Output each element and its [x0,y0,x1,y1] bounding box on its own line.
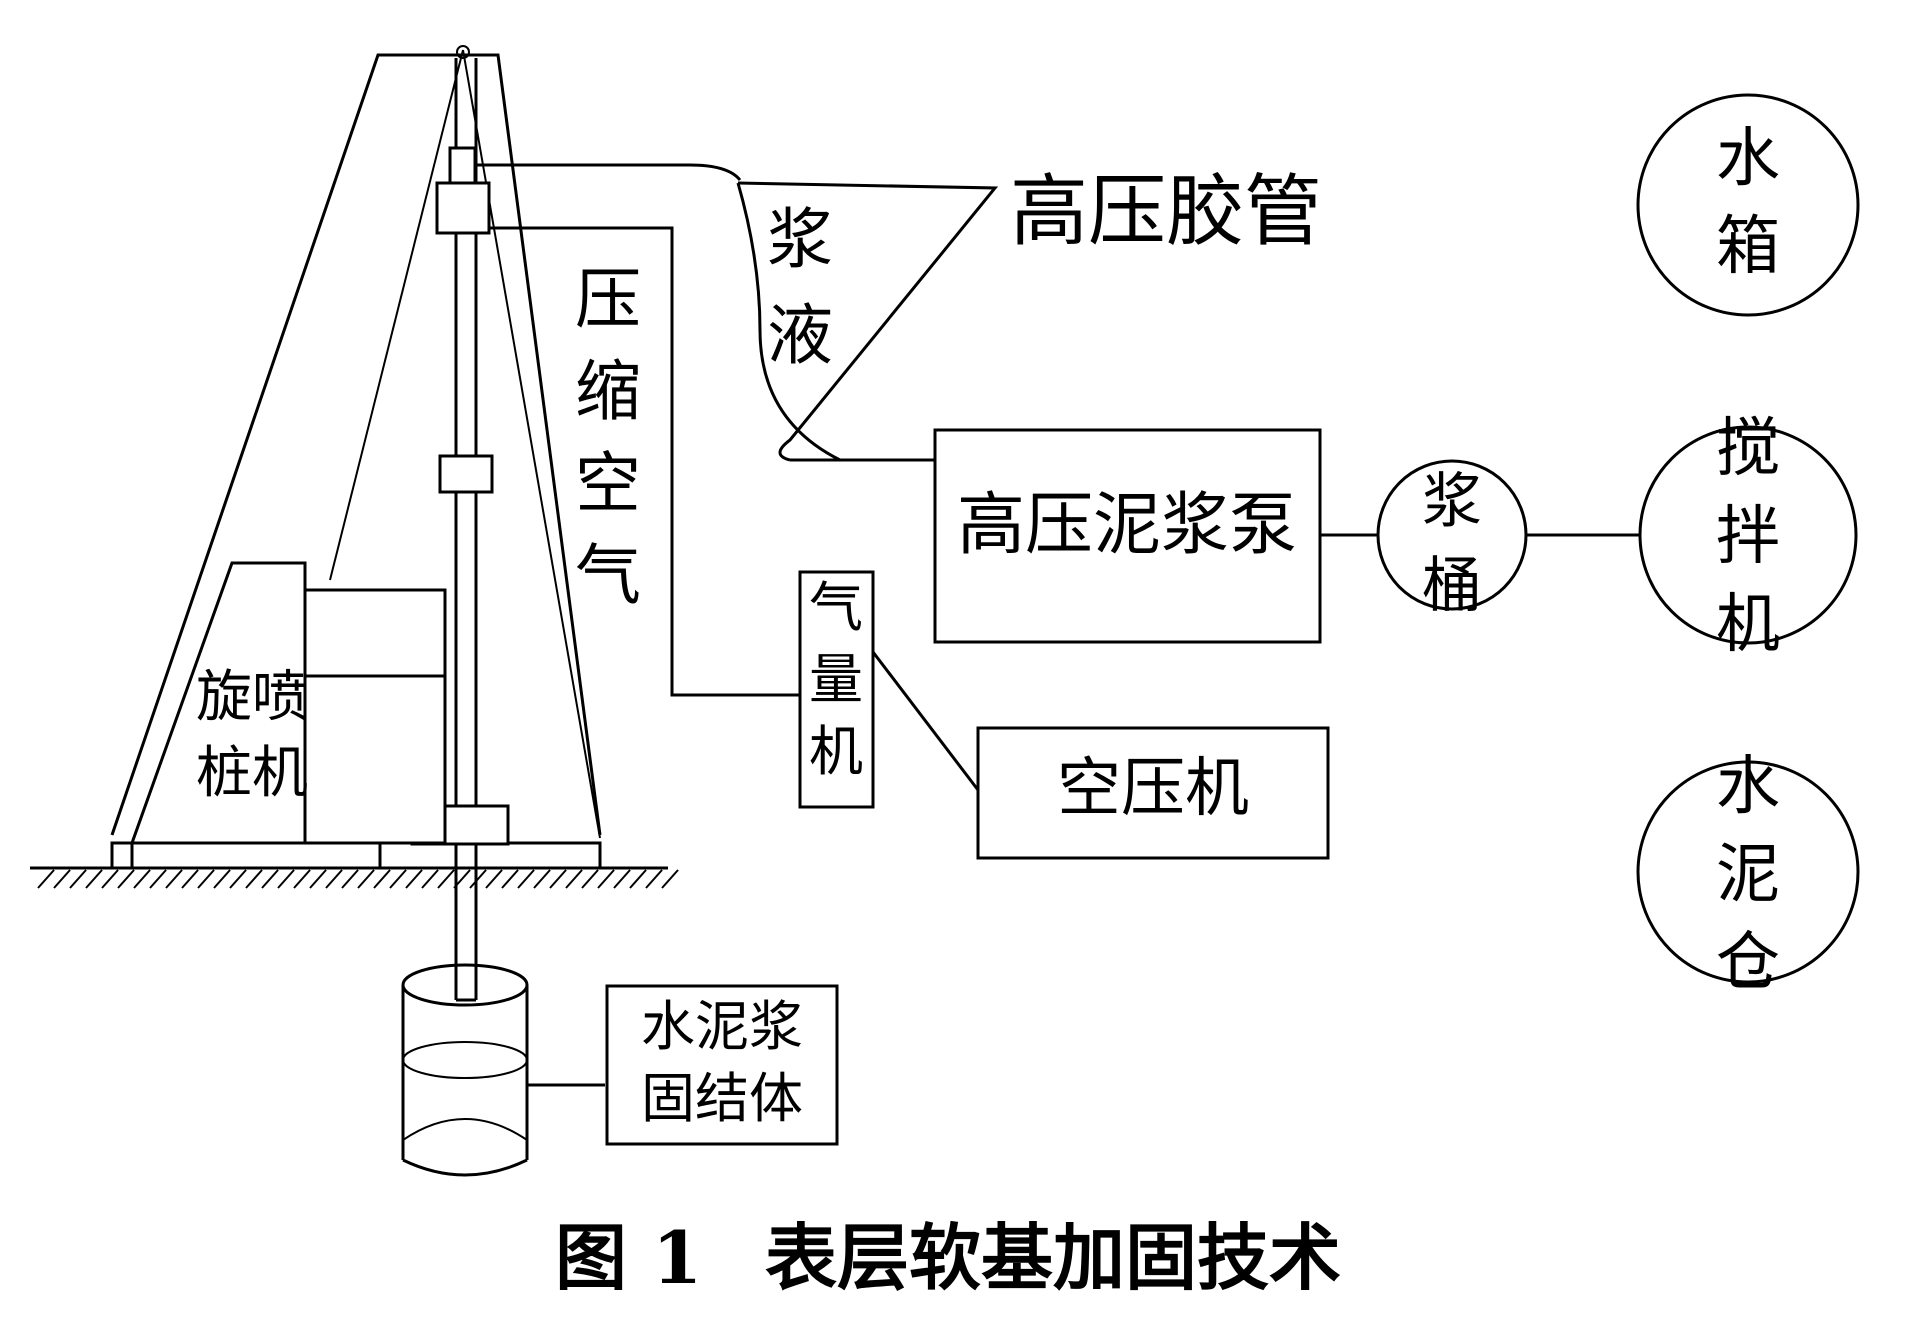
slurry-liquid-label-char: 浆 [767,201,833,278]
ground-hatch-stroke [261,869,279,889]
cement-slurry-body-box [605,984,839,1146]
ground-hatch-stroke [421,869,439,889]
ground-hatch-stroke [117,869,135,889]
ground-hatch-stroke [197,869,215,889]
high-pressure-mud-pump-box [933,428,1322,644]
cement-slurry-column [401,963,605,1177]
slurry-liquid-label-char: 液 [767,297,833,374]
ground-hatch-stroke [213,869,231,889]
ground-hatch-stroke [181,869,199,889]
air-compressor-label: 空压机 [1057,752,1249,826]
figure-title: 表层软基加固技术 [765,1215,1341,1300]
cement-slurry-body-label-line: 固结体 [641,1067,803,1130]
ground-hatch-stroke [405,869,423,889]
slurry-bucket-label-char: 桶 [1422,551,1482,621]
air-flow-meter-label-char: 气 [809,576,863,639]
ground-hatch-stroke [565,869,583,889]
compressed-air-label-char: 压 [575,261,641,338]
slurry-bucket-label-char: 浆 [1422,467,1482,537]
ground-hatch-stroke [389,869,407,889]
high-pressure-mud-pump-label: 高压泥浆泵 [957,486,1297,565]
slurry-liquid-label: 浆液 [767,201,833,374]
slurry-bucket-label: 浆桶 [1422,467,1482,621]
ground-hatch-stroke [517,869,535,889]
cement-silo-label-char: 仓 [1716,926,1780,1000]
ground-hatch-stroke [101,869,119,889]
ground-hatch-stroke [597,869,615,889]
ground-hatch-stroke [69,869,87,889]
ground-hatch-stroke [229,869,247,889]
cement-slurry-body-label-line: 水泥浆 [641,995,803,1058]
ground-hatch-stroke [245,869,263,889]
air-flow-meter-label-char: 量 [809,648,863,711]
rig-engine-house [129,561,447,845]
ground-hatch-stroke [277,869,295,889]
cement-silo-label: 水泥仓 [1716,750,1780,1000]
water-tank-circle [1636,93,1860,317]
ground-hatch-stroke [357,869,375,889]
compressed-air-label-char: 空 [575,445,641,522]
ground-hatch-stroke [85,869,103,889]
ground-hatch-stroke [341,869,359,889]
ground-hatch-stroke [533,869,551,889]
ground-hatch-stroke [645,869,663,889]
cement-silo-label-char: 水 [1716,750,1780,824]
air-flow-meter-box [798,570,875,809]
water-tank-label-char: 箱 [1716,210,1780,284]
ground-hatch-stroke [53,869,71,889]
ground-hatch-stroke [485,869,503,889]
ground-hatch-stroke [549,869,567,889]
ground-hatch-stroke [293,869,311,889]
ground-hatch-stroke [165,869,183,889]
ground-hatch-stroke [37,869,55,889]
ground-hatch-stroke [613,869,631,889]
mixer-label-char: 搅 [1716,412,1780,486]
air-flow-meter-label-char: 机 [809,720,863,783]
mixer-label-char: 机 [1716,588,1780,662]
cement-silo-circle [1636,760,1860,984]
compressed-air-label-char: 缩 [575,353,641,430]
mixer-label: 搅拌机 [1716,412,1780,662]
mixer-label-char: 拌 [1716,500,1780,574]
ground-hatch-stroke [661,869,679,889]
ground-surface [30,866,679,889]
water-tank-label-char: 水 [1716,122,1780,196]
ground-hatch-stroke [629,869,647,889]
ground-hatch-stroke [581,869,599,889]
jet-grouting-rig-label-line: 旋喷 [196,665,308,730]
figure-number: 图 1 [555,1215,702,1300]
ground-hatch-stroke [373,869,391,889]
high-pressure-hose-label: 高压胶管 [1010,167,1322,257]
mixer-circle [1638,425,1858,645]
compressed-air-line [489,226,800,697]
cement-silo-label-char: 泥 [1716,838,1780,912]
ground-hatch-stroke [469,869,487,889]
air-compressor-box [976,726,1330,860]
ground-hatch-stroke [437,869,455,889]
ground-hatch-stroke [501,869,519,889]
ground-hatch-stroke [133,869,151,889]
ground-hatch-stroke [325,869,343,889]
jet-grouting-rig-label-line: 桩机 [196,741,308,806]
air-flow-meter-label: 气量机 [809,576,863,783]
compressed-air-label-char: 气 [575,537,641,614]
ground-hatch-stroke [309,869,327,889]
high-pressure-hose [475,163,999,462]
ground-hatch-stroke [149,869,167,889]
water-tank-label: 水箱 [1716,122,1780,284]
